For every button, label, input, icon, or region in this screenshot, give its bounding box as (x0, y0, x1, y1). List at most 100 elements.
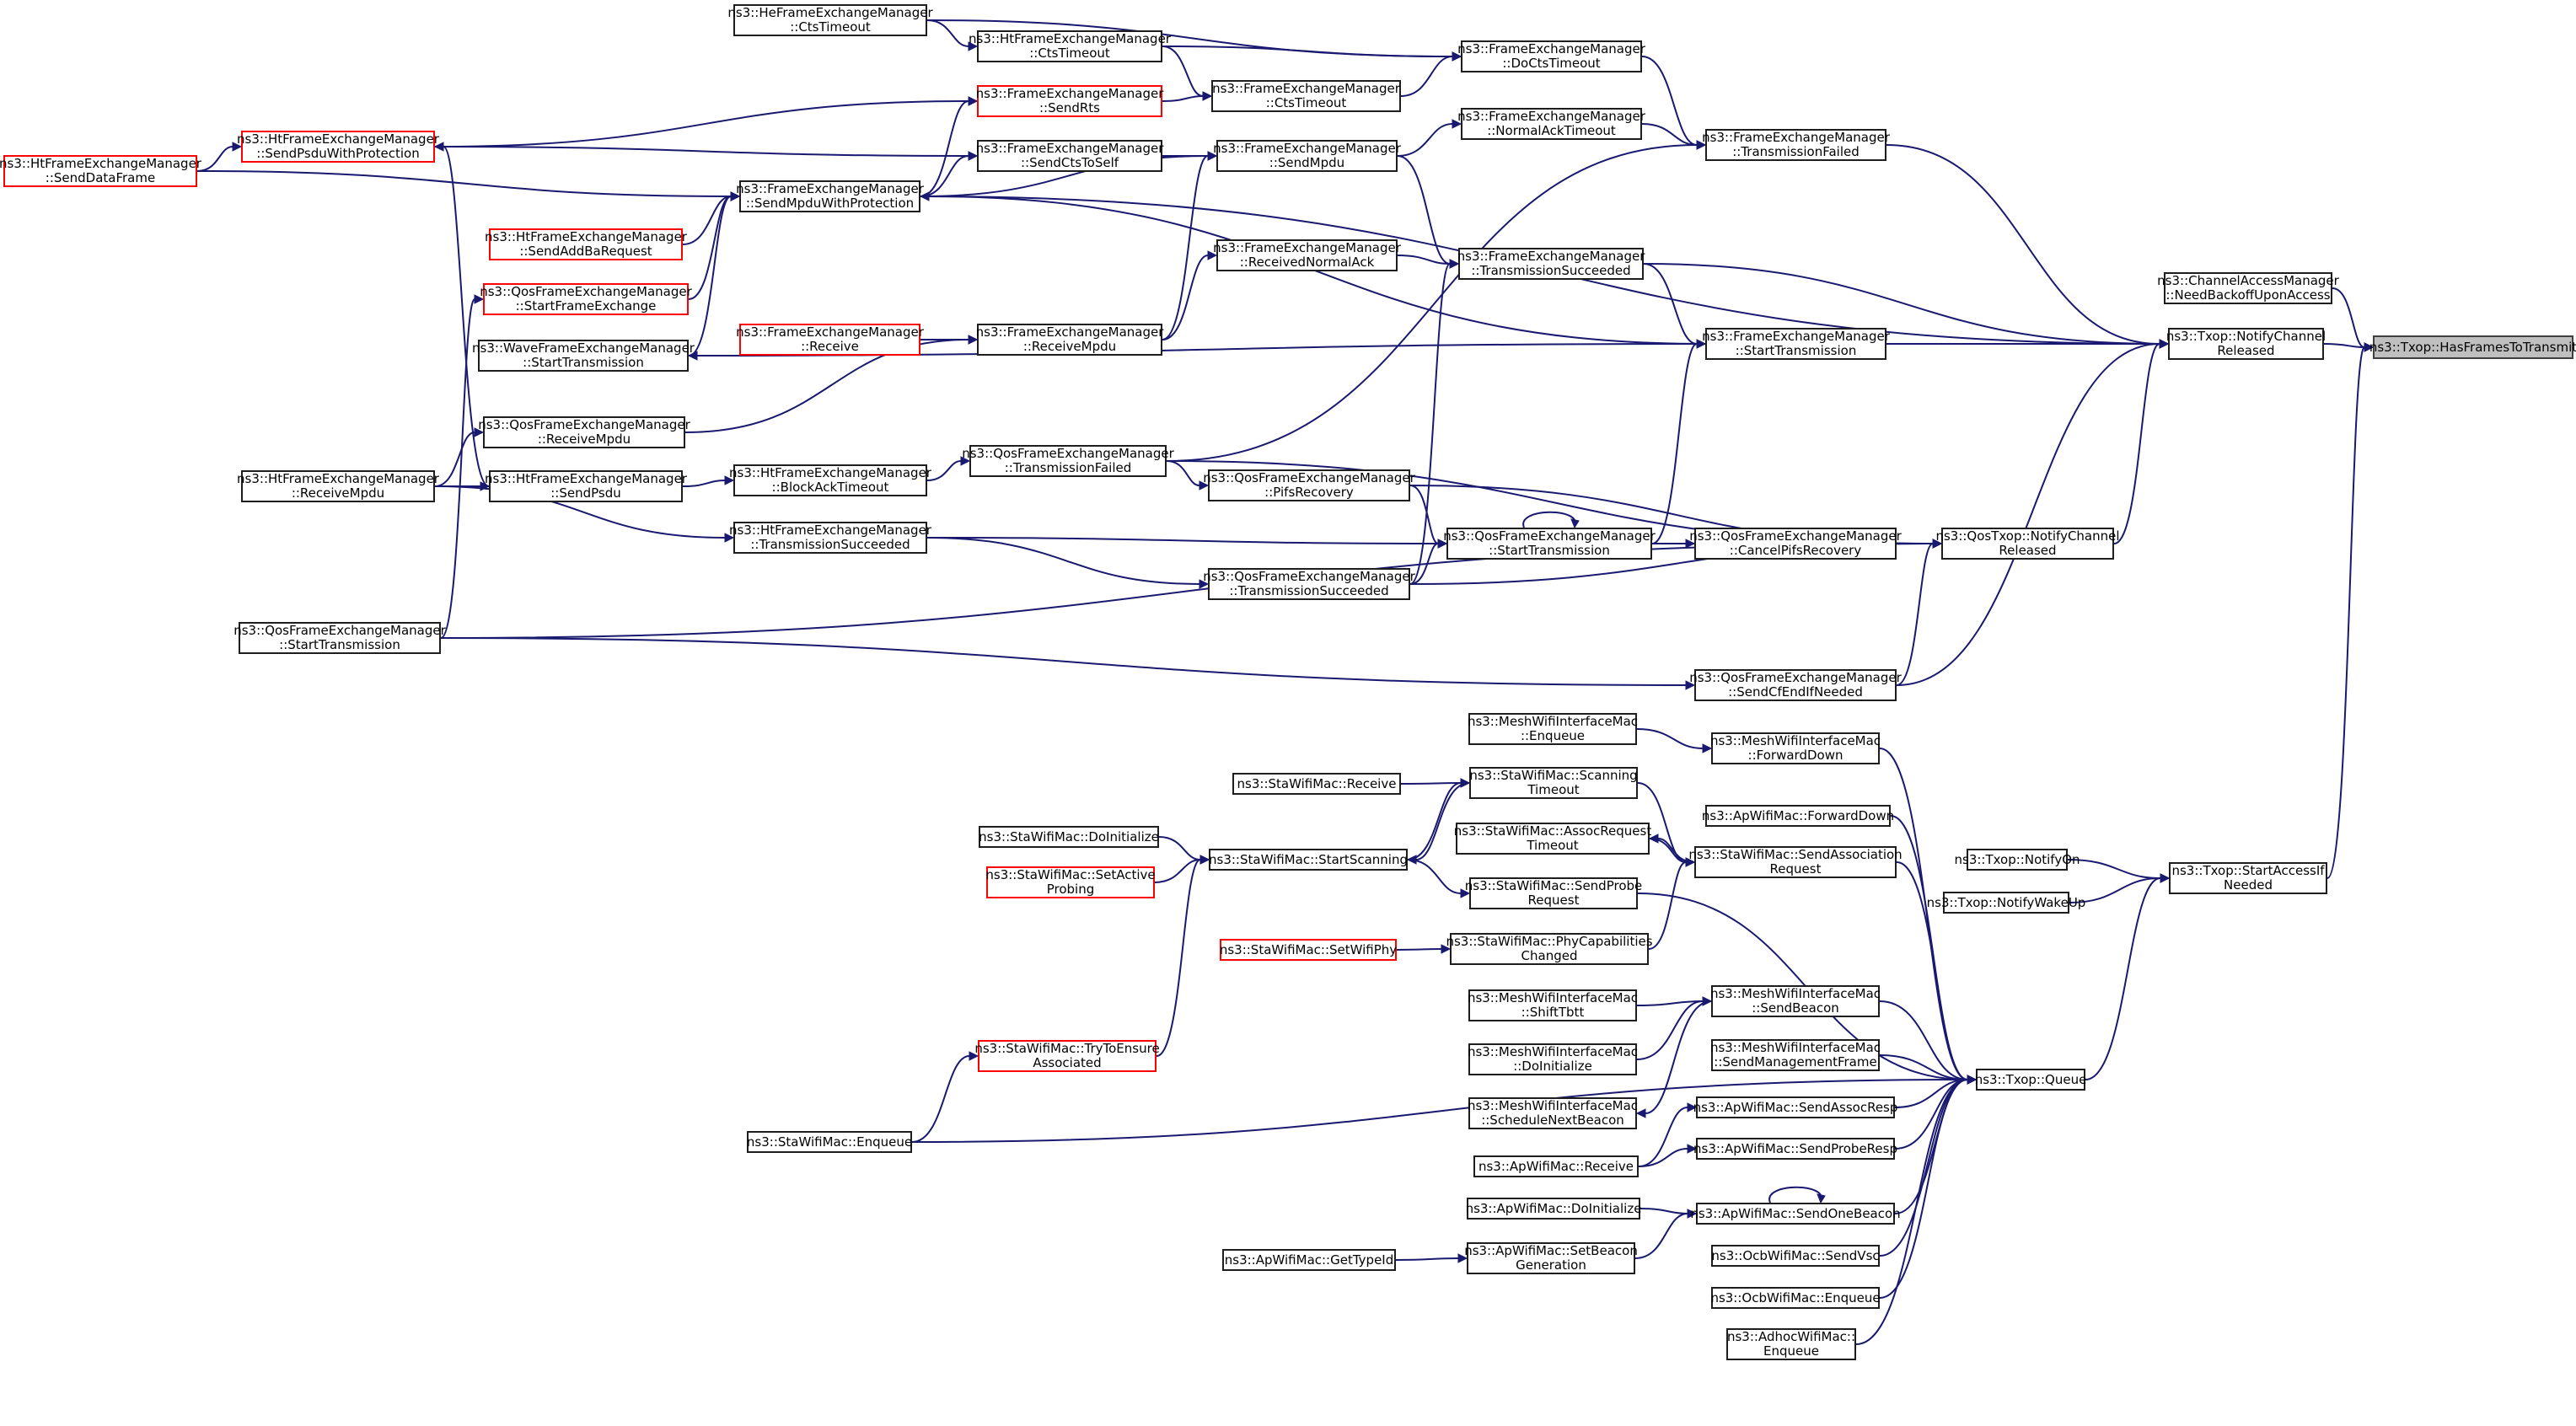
node-fem-receive[interactable]: ns3::FrameExchangeManager::Receive (736, 324, 924, 356)
node-htfem-receivempdu[interactable]: ns3::HtFrameExchangeManager::ReceiveMpdu (237, 470, 439, 502)
node-label-line: ns3::OcbWifiMac::SendVsc (1711, 1247, 1880, 1263)
node-qfem-transsucc[interactable]: ns3::QosFrameExchangeManager::Transmissi… (1203, 568, 1415, 600)
node-qfem-pifs[interactable]: ns3::QosFrameExchangeManager::PifsRecove… (1203, 469, 1415, 501)
node-mesh-sendbeacon[interactable]: ns3::MeshWifiInterfaceMac::SendBeacon (1710, 985, 1881, 1017)
node-adhoc-enqueue[interactable]: ns3::AdhocWifiMac::Enqueue (1726, 1328, 1856, 1360)
node-hefem-cts[interactable]: ns3::HeFrameExchangeManager::CtsTimeout (727, 4, 933, 36)
node-label-line: ns3::Txop::StartAccessIf (2171, 863, 2325, 878)
node-fem-recvnormalack[interactable]: ns3::FrameExchangeManager::ReceivedNorma… (1213, 239, 1401, 271)
edge-sta-sendassoc-to-sta-assoctimeout (1648, 834, 1695, 863)
node-label-line: ns3::StaWifiMac::AssocRequest (1453, 823, 1652, 839)
node-label-line: ns3::MeshWifiInterfaceMac (1709, 733, 1881, 748)
node-htfem-transsucc[interactable]: ns3::HtFrameExchangeManager::Transmissio… (729, 522, 931, 554)
node-label-line: ::StartTransmission (523, 355, 644, 370)
node-label-line: ns3::QosFrameExchangeManager (478, 417, 690, 432)
node-qfem-receivempdu[interactable]: ns3::QosFrameExchangeManager::ReceiveMpd… (478, 416, 690, 448)
node-label-line: ::ReceiveMpdu (1022, 339, 1117, 354)
node-label-line: ::SendDataFrame (45, 170, 156, 185)
node-mesh-forwarddown[interactable]: ns3::MeshWifiInterfaceMac::ForwardDown (1709, 732, 1881, 764)
node-mesh-enqueue[interactable]: ns3::MeshWifiInterfaceMac::Enqueue (1468, 713, 1638, 745)
node-sta-startscan[interactable]: ns3::StaWifiMac::StartScanning (1209, 849, 1408, 871)
node-ocb-sendvsc[interactable]: ns3::OcbWifiMac::SendVsc (1711, 1245, 1880, 1267)
node-ap-sendproberesp[interactable]: ns3::ApWifiMac::SendProbeResp (1693, 1138, 1897, 1160)
edge-htfem-spwp-to-fem-sendrts (434, 96, 979, 147)
node-label-line: ns3::FrameExchangeManager (736, 181, 924, 196)
node-label-line: ::SendMpdu (1269, 155, 1345, 170)
node-fem-ctstimeout[interactable]: ns3::FrameExchangeManager::CtsTimeout (1211, 80, 1401, 112)
node-mesh-sendmgmt[interactable]: ns3::MeshWifiInterfaceMac::SendManagemen… (1710, 1039, 1881, 1071)
node-label-line: ns3::StaWifiMac::StartScanning (1209, 851, 1408, 867)
node-cam-needbackoff[interactable]: ns3::ChannelAccessManager::NeedBackoffUp… (2157, 272, 2339, 304)
node-htfem-sendaddba[interactable]: ns3::HtFrameExchangeManager::SendAddBaRe… (485, 228, 687, 260)
node-ap-sendonebeacon[interactable]: ns3::ApWifiMac::SendOneBeacon (1690, 1203, 1901, 1225)
node-qfem-transfailed[interactable]: ns3::QosFrameExchangeManager::Transmissi… (962, 445, 1174, 477)
node-htfem-blockack[interactable]: ns3::HtFrameExchangeManager::BlockAckTim… (729, 464, 931, 496)
node-fem-starttx[interactable]: ns3::FrameExchangeManager::StartTransmis… (1702, 328, 1890, 360)
node-fem-sendctstoself[interactable]: ns3::FrameExchangeManager::SendCtsToSelf (975, 140, 1164, 172)
node-ap-gettypeid[interactable]: ns3::ApWifiMac::GetTypeId (1222, 1249, 1396, 1271)
node-mesh-doinit[interactable]: ns3::MeshWifiInterfaceMac::DoInitialize (1468, 1043, 1638, 1075)
node-fem-sendrts[interactable]: ns3::FrameExchangeManager::SendRts (976, 85, 1163, 117)
node-fem-docts[interactable]: ns3::FrameExchangeManager::DoCtsTimeout (1457, 40, 1645, 72)
node-label-line: ns3::StaWifiMac::SetWifiPhy (1219, 941, 1398, 957)
node-label-line: ns3::WaveFrameExchangeManager (472, 340, 695, 356)
node-txop-notifyon[interactable]: ns3::Txop::NotifyOn (1955, 849, 2080, 871)
node-qfem-sendcfend[interactable]: ns3::QosFrameExchangeManager::SendCfEndI… (1689, 669, 1902, 701)
node-label-line: ns3::ApWifiMac::SendOneBeacon (1690, 1205, 1901, 1221)
node-ap-forwarddown[interactable]: ns3::ApWifiMac::ForwardDown (1701, 805, 1895, 827)
node-fem-sendmpdu[interactable]: ns3::FrameExchangeManager::SendMpdu (1213, 140, 1401, 172)
node-ap-sendassocresp[interactable]: ns3::ApWifiMac::SendAssocResp (1693, 1096, 1897, 1118)
node-qfem-startfe[interactable]: ns3::QosFrameExchangeManager::StartFrame… (480, 283, 692, 315)
node-ocb-enqueue[interactable]: ns3::OcbWifiMac::Enqueue (1710, 1287, 1881, 1309)
node-label-line: ::NeedBackoffUponAccess (2165, 287, 2331, 303)
node-label-line: ns3::ApWifiMac::ForwardDown (1701, 807, 1895, 823)
node-label-line: Changed (1521, 948, 1578, 963)
edge-ap-gettypeid-to-ap-setbeacongen (1395, 1253, 1468, 1263)
node-mesh-shifttbtt[interactable]: ns3::MeshWifiInterfaceMac::ShiftTbtt (1468, 989, 1638, 1021)
node-fem-smwp[interactable]: ns3::FrameExchangeManager::SendMpduWithP… (736, 180, 924, 212)
node-label-line: ns3::FrameExchangeManager (975, 141, 1164, 156)
node-fem-receivempdu[interactable]: ns3::FrameExchangeManager::ReceiveMpdu (976, 324, 1163, 356)
node-htfem-senddata[interactable]: ns3::HtFrameExchangeManager::SendDataFra… (0, 155, 201, 187)
node-qfem-starttx[interactable]: ns3::QosFrameExchangeManager::StartTrans… (1443, 528, 1656, 560)
node-qfem-starttx2[interactable]: ns3::QosFrameExchangeManager::StartTrans… (233, 622, 446, 654)
edge-mesh-enqueue-to-mesh-forwarddown (1636, 728, 1713, 753)
node-htfem-sendpsdu[interactable]: ns3::HtFrameExchangeManager::SendPsdu (485, 470, 687, 502)
edge-sta-tryensure-to-sta-startscan (1156, 855, 1210, 1057)
node-ap-doinit[interactable]: ns3::ApWifiMac::DoInitialize (1465, 1198, 1642, 1220)
node-label-line: ns3::ApWifiMac::DoInitialize (1465, 1200, 1642, 1216)
node-sta-doinit[interactable]: ns3::StaWifiMac::DoInitialize (979, 826, 1159, 848)
node-txop-queue[interactable]: ns3::Txop::Queue (1975, 1069, 2086, 1091)
node-qfem-cancelpifs[interactable]: ns3::QosFrameExchangeManager::CancelPifs… (1689, 528, 1902, 560)
node-fem-transfailed[interactable]: ns3::FrameExchangeManager::TransmissionF… (1702, 129, 1890, 161)
node-sta-receive[interactable]: ns3::StaWifiMac::Receive (1232, 773, 1401, 795)
node-sta-enqueue[interactable]: ns3::StaWifiMac::Enqueue (747, 1131, 912, 1153)
node-htfem-spwp[interactable]: ns3::HtFrameExchangeManager::SendPsduWit… (237, 131, 439, 163)
node-mesh-schedbeacon[interactable]: ns3::MeshWifiInterfaceMac::ScheduleNextB… (1468, 1097, 1638, 1129)
node-label-line: ns3::StaWifiMac::SetActive (985, 867, 1156, 882)
node-label-line: ::NormalAckTimeout (1487, 123, 1616, 138)
node-ap-receive[interactable]: ns3::ApWifiMac::Receive (1473, 1155, 1639, 1177)
node-label-line: ns3::StaWifiMac::TryToEnsure (974, 1041, 1160, 1056)
node-txop-notifywakeup[interactable]: ns3::Txop::NotifyWakeUp (1927, 892, 2085, 914)
node-fem-transsucc[interactable]: ns3::FrameExchangeManager::TransmissionS… (1457, 248, 1645, 280)
edge-txop-sai-to-target (2326, 342, 2375, 879)
node-label-line: Associated (1033, 1055, 1102, 1070)
node-htfem-cts[interactable]: ns3::HtFrameExchangeManager::CtsTimeout (969, 30, 1171, 62)
node-wfem-starttx[interactable]: ns3::WaveFrameExchangeManager::StartTran… (472, 340, 695, 372)
edge-txop-queue-to-txop-sai (2085, 873, 2171, 1080)
node-sta-setwifiphy[interactable]: ns3::StaWifiMac::SetWifiPhy (1220, 939, 1397, 961)
node-label-line: ::CtsTimeout (1029, 46, 1110, 61)
node-fem-normalack[interactable]: ns3::FrameExchangeManager::NormalAckTime… (1457, 108, 1645, 140)
